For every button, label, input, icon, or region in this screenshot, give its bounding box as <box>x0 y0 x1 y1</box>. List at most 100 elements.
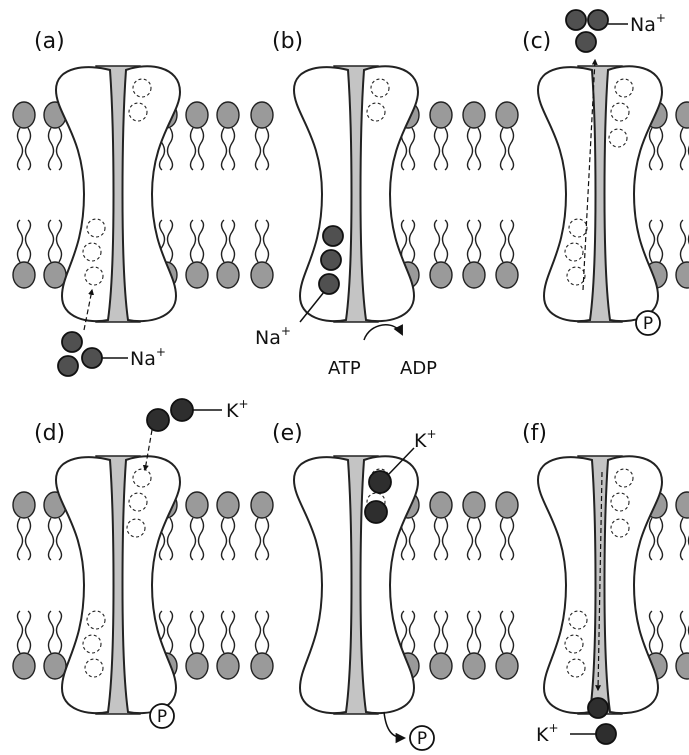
lipid-head <box>430 262 452 288</box>
lipid-tail <box>264 128 269 170</box>
lipid-tail <box>509 220 514 262</box>
lipid-tail <box>501 220 506 262</box>
lipid-tail <box>435 128 440 170</box>
lipid-head <box>676 262 689 288</box>
lipid-tail <box>222 220 227 262</box>
lipid-tail <box>18 518 23 560</box>
lipid-tail <box>230 220 235 262</box>
lipid-head <box>186 492 208 518</box>
lipid-tail <box>443 611 448 653</box>
lipid-tail <box>168 518 173 560</box>
lipid-tail <box>256 220 261 262</box>
lipid-tail <box>264 220 269 262</box>
pump-subunit-right <box>605 456 663 713</box>
lipid-tail <box>410 611 415 653</box>
pump-subunit-left <box>294 457 352 713</box>
lipid-tail <box>501 128 506 170</box>
lipid-tail <box>26 128 31 170</box>
lipid-tail <box>650 220 655 262</box>
lipid-tail <box>191 611 196 653</box>
pump-b <box>294 66 418 322</box>
lipid-head <box>676 102 689 128</box>
lipid-head <box>496 262 518 288</box>
panel-label-a: (a) <box>34 29 65 54</box>
lipid-head <box>496 653 518 679</box>
lipid-tail <box>57 611 62 653</box>
phosphate-label: P <box>417 729 427 749</box>
lipid-head <box>217 102 239 128</box>
lipid-tail <box>57 518 62 560</box>
lipid-tail <box>26 220 31 262</box>
lipid-head <box>217 492 239 518</box>
lipid-tail <box>26 611 31 653</box>
atp-to-adp-arrow <box>364 325 402 340</box>
lipid-tail <box>49 611 54 653</box>
lipid-tail <box>49 220 54 262</box>
lipid-tail <box>476 220 481 262</box>
lipid-tail <box>230 128 235 170</box>
na-ion <box>576 32 596 52</box>
atp-label: ATP <box>328 358 361 379</box>
lipid-head <box>676 492 689 518</box>
na-ion <box>82 348 102 368</box>
lipid-head <box>463 262 485 288</box>
lipid-tail <box>410 518 415 560</box>
lipid-tail <box>199 220 204 262</box>
pump-subunit-right <box>361 456 419 713</box>
lipid-tail <box>264 611 269 653</box>
pump-subunit-right <box>361 66 419 321</box>
lipid-tail <box>49 518 54 560</box>
phosphate-label: P <box>643 314 653 334</box>
lipid-tail <box>168 128 173 170</box>
lipid-tail <box>26 518 31 560</box>
phosphate-release-arrow <box>384 712 404 738</box>
na-ion <box>58 356 78 376</box>
lipid-tail <box>509 518 514 560</box>
lipid-head <box>13 262 35 288</box>
na-ion <box>588 10 608 30</box>
lipid-head <box>13 492 35 518</box>
k-ion-label: K+ <box>414 427 437 452</box>
pump-c <box>538 66 662 322</box>
pump-subunit-right <box>123 456 181 713</box>
lipid-tail <box>222 611 227 653</box>
lipid-tail <box>49 128 54 170</box>
pump-subunit-left <box>538 457 596 713</box>
na-ion-label: Na+ <box>630 11 666 36</box>
k-ion <box>147 409 169 431</box>
lipid-tail <box>18 611 23 653</box>
lipid-head <box>13 102 35 128</box>
lipid-tail <box>168 220 173 262</box>
na-ion <box>319 274 339 294</box>
lipid-head <box>251 262 273 288</box>
pump-group <box>56 66 662 714</box>
lipid-head <box>430 492 452 518</box>
lipid-tail <box>468 220 473 262</box>
lipid-tail <box>681 611 686 653</box>
lipid-head <box>13 653 35 679</box>
lipid-tail <box>509 128 514 170</box>
lipid-tail <box>57 128 62 170</box>
lipid-tail <box>199 128 204 170</box>
lipid-tail <box>435 611 440 653</box>
lipid-head <box>186 102 208 128</box>
lipid-tail <box>256 611 261 653</box>
phosphate-label: P <box>157 707 167 727</box>
pump-a <box>56 66 180 322</box>
na-ion-label: Na+ <box>130 345 166 370</box>
lipid-head <box>186 262 208 288</box>
adp-label: ADP <box>400 358 437 379</box>
lipid-tail <box>468 611 473 653</box>
pump-subunit-right <box>123 66 181 321</box>
lipid-tail <box>443 220 448 262</box>
lipid-tail <box>191 518 196 560</box>
na-ion <box>566 10 586 30</box>
k-ion-label: K+ <box>536 721 559 746</box>
lipid-tail <box>650 128 655 170</box>
lipid-tail <box>658 518 663 560</box>
k-ion <box>588 698 608 718</box>
lipid-tail <box>476 518 481 560</box>
pump-e <box>294 456 418 714</box>
pump-subunit-left <box>56 457 114 713</box>
lipid-tail <box>435 518 440 560</box>
